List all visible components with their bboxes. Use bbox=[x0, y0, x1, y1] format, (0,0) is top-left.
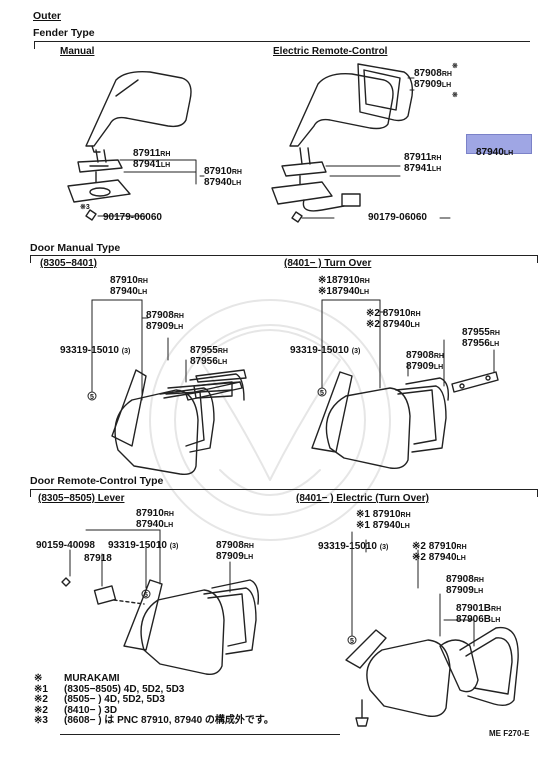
drl-circle-number: 5 bbox=[144, 592, 148, 599]
circle-marker bbox=[87, 391, 97, 401]
drr-87910-label: ※1 87910RH bbox=[356, 509, 411, 520]
fe-87908-label: 87908RH bbox=[414, 68, 452, 79]
heading-fender-type: Fender Type bbox=[33, 27, 95, 39]
drr-87940-label: ※1 87940LH bbox=[356, 520, 410, 531]
heading-door-remote: Door Remote-Control Type bbox=[30, 475, 164, 487]
fe-bolt-label: 90179-06060 bbox=[368, 212, 427, 223]
fe-87911-label: 87911RH bbox=[404, 152, 442, 163]
drr-circle-number: 5 bbox=[350, 638, 354, 645]
drl-bolt-label: 90159-40098 bbox=[36, 540, 95, 551]
door-remote-rule bbox=[30, 489, 538, 490]
dml-circle-number: 5 bbox=[90, 394, 94, 401]
dml-87956-label: 87956LH bbox=[190, 356, 228, 367]
dmr-87909-label: 87909LH bbox=[406, 361, 444, 372]
drr-87908-label: 87908RH bbox=[446, 574, 484, 585]
drr-87909-label: 87909LH bbox=[446, 585, 484, 596]
fm-87941-label: 87941LH bbox=[133, 159, 171, 170]
frame-top-rule bbox=[34, 41, 530, 42]
dmr-87910-label: ※187910RH bbox=[318, 275, 370, 286]
heading-door-remote-right: (8401− ) Electric (Turn Over) bbox=[296, 493, 429, 504]
drr-87910b-label: ※2 87910RH bbox=[412, 541, 467, 552]
legend-row: ※1(8305−8505) 4D, 5D2, 5D3 bbox=[34, 683, 185, 695]
door-remote-left-lever bbox=[61, 577, 145, 605]
fm-87940-label: 87940LH bbox=[204, 177, 242, 188]
dmr-screw-label: 93319-15010 (3) bbox=[290, 345, 361, 356]
dmr-circle-number: 5 bbox=[320, 390, 324, 397]
fm-87911-label: 87911RH bbox=[133, 148, 171, 159]
dml-87940-label: 87940LH bbox=[110, 286, 148, 297]
door-remote-right-tick bbox=[537, 489, 538, 497]
dmr-87940b-label: ※2 87940LH bbox=[366, 319, 420, 330]
fender-electric-leaders bbox=[301, 77, 451, 219]
door-remote-left-tick bbox=[30, 489, 31, 497]
heading-manual: Manual bbox=[60, 46, 95, 57]
legend-row: ※2(8410− ) 3D bbox=[34, 704, 118, 716]
legend-row: ※MURAKAMI bbox=[34, 673, 120, 684]
drl-87910-label: 87910RH bbox=[136, 508, 174, 519]
frame-top-left-tick bbox=[34, 41, 35, 49]
door-manual-right-mirror bbox=[311, 371, 450, 470]
circle-marker bbox=[317, 387, 327, 397]
drr-screw-label: 93319-15010 (3) bbox=[318, 541, 389, 552]
drl-87908-label: 87908RH bbox=[216, 540, 254, 551]
door-manual-left-tick bbox=[30, 255, 31, 263]
door-remote-left-mirror bbox=[123, 579, 260, 676]
drl-screw-label: 93319-15010 (3) bbox=[108, 540, 179, 551]
door-manual-left-leaders bbox=[91, 299, 187, 401]
drl-87918-label: 87918 bbox=[84, 553, 112, 564]
drl-87940-label: 87940LH bbox=[136, 519, 174, 530]
fm-bolt-label: 90179-06060 bbox=[103, 212, 162, 223]
dmr-87908-label: 87908RH bbox=[406, 350, 444, 361]
door-manual-left-strip bbox=[185, 381, 243, 401]
heading-door-manual-left: (8305−8401) bbox=[40, 258, 97, 269]
dmr-87940-label: ※187940LH bbox=[318, 286, 370, 297]
highlight-box bbox=[466, 134, 532, 154]
dmr-87955-label: 87955RH bbox=[462, 327, 500, 338]
circle-marker bbox=[141, 589, 151, 599]
fe-star-b: ※ bbox=[452, 92, 458, 99]
fm-star3: ※3 bbox=[80, 204, 90, 211]
legend-underline bbox=[60, 734, 340, 735]
legend: ※MURAKAMI ※1(8305−8505) 4D, 5D2, 5D3 ※2(… bbox=[34, 673, 274, 727]
door-manual-right-leaders bbox=[321, 299, 495, 389]
dml-screw-label: 93319-15010 (3) bbox=[60, 345, 131, 356]
door-remote-left-leaders bbox=[69, 529, 231, 593]
fm-87910-label: 87910RH bbox=[204, 166, 242, 177]
dmr-87956-label: 87956LH bbox=[462, 338, 500, 349]
door-remote-right-leaders bbox=[351, 531, 475, 647]
dml-87909-label: 87909LH bbox=[146, 321, 184, 332]
dml-87955-label: 87955RH bbox=[190, 345, 228, 356]
watermark-emblem bbox=[149, 299, 391, 541]
circle-marker bbox=[347, 635, 357, 645]
heading-electric-remote: Electric Remote-Control bbox=[273, 46, 388, 57]
dml-87910-label: 87910RH bbox=[110, 275, 148, 286]
fe-87909-label: 87909LH bbox=[414, 79, 452, 90]
door-manual-right-tick bbox=[537, 255, 538, 263]
fender-manual-mirror bbox=[67, 70, 192, 221]
drl-87909-label: 87909LH bbox=[216, 551, 254, 562]
fe-87940-label: 87940LH bbox=[476, 147, 514, 158]
door-manual-right-strip bbox=[451, 371, 499, 393]
footer-code: ME F270-E bbox=[489, 729, 530, 738]
door-manual-rule bbox=[30, 255, 538, 256]
heading-door-manual: Door Manual Type bbox=[30, 242, 121, 254]
legend-row: ※3(8608− ) は PNC 87910, 87940 の構成外です。 bbox=[34, 715, 274, 726]
drr-87901-label: 87901BRH bbox=[456, 603, 502, 614]
dmr-87910b-label: ※2 87910RH bbox=[366, 308, 421, 319]
door-manual-left-mirror bbox=[111, 369, 247, 476]
heading-door-remote-left: (8305−8505) Lever bbox=[38, 493, 125, 504]
fe-87941-label: 87941LH bbox=[404, 163, 442, 174]
drr-87940b-label: ※2 87940LH bbox=[412, 552, 466, 563]
fender-manual-leaders bbox=[97, 159, 205, 217]
fe-star-a: ※ bbox=[452, 63, 458, 70]
heading-door-manual-right: (8401− ) Turn Over bbox=[284, 258, 372, 269]
fender-electric-mirror bbox=[271, 63, 414, 223]
door-remote-right-mirror bbox=[345, 626, 519, 727]
legend-row: ※2(8505− ) 4D, 5D2, 5D3 bbox=[34, 694, 165, 705]
heading-outer: Outer bbox=[33, 10, 62, 22]
dml-87908-label: 87908RH bbox=[146, 310, 184, 321]
drr-87906-label: 87906BLH bbox=[456, 614, 501, 625]
